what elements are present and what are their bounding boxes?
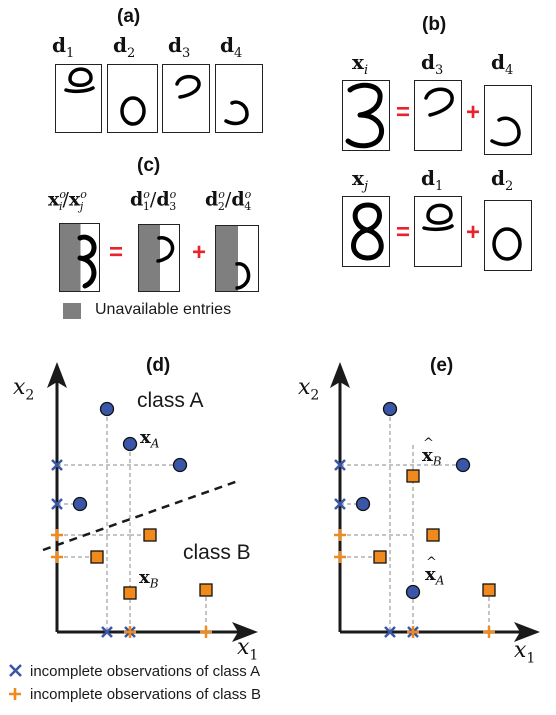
- d-class-b-label: class B: [183, 541, 251, 564]
- b-digit-eight: [351, 202, 384, 261]
- d-grid: [57, 410, 207, 632]
- e-class-b-points: [373, 469, 496, 597]
- b-label-d1: d1: [421, 166, 444, 194]
- b-label-d2: d2: [491, 166, 514, 194]
- panel-e-label: (e): [430, 355, 454, 376]
- b-digit-d1: [422, 203, 454, 232]
- e-y-axis-label: x2: [298, 375, 320, 404]
- b-digit-d4: [490, 116, 521, 147]
- panel-a-label: (a): [117, 6, 141, 27]
- d-class-a-points: [72, 401, 188, 512]
- c-plus: +: [192, 239, 207, 266]
- panel-b-label: (b): [422, 14, 447, 35]
- e-class-a-crosses: [334, 459, 419, 638]
- d-xA-label: xA: [140, 427, 160, 451]
- d-class-b-points: [90, 528, 213, 600]
- e-class-b-crosses: [334, 529, 495, 638]
- c-header-d13: do1/do3: [130, 188, 177, 214]
- d-class-a-label: class A: [137, 389, 204, 412]
- a-digit-d4: [224, 100, 249, 126]
- b-plus-2: +: [466, 219, 481, 246]
- a-label-d4: d4: [220, 33, 243, 61]
- d-decision-boundary: [42, 479, 239, 552]
- c-equals: =: [109, 239, 124, 266]
- b-label-xj: xj: [352, 166, 368, 194]
- legend-cross-b-icon: [9, 688, 21, 700]
- legend-class-a-text: incomplete observations of class A: [30, 663, 261, 680]
- b-equals-1: =: [396, 99, 411, 126]
- e-class-a-points: [355, 401, 471, 600]
- legend-class-b-text: incomplete observations of class B: [30, 686, 261, 703]
- a-label-d1: d1: [52, 33, 75, 61]
- b-digit-three: [345, 82, 385, 149]
- d-x-axis-label: x1: [237, 635, 259, 664]
- c-digit-partial-d24: [235, 262, 251, 290]
- unavailable-swatch: [63, 303, 81, 319]
- d-y-axis-label: x2: [13, 375, 35, 404]
- a-label-d3: d3: [168, 33, 191, 61]
- b-box-d3: [414, 80, 462, 151]
- c-header-d24: do2/do4: [205, 188, 252, 214]
- legend-cross-a-icon: [9, 664, 22, 677]
- c-digit-partial-d13: [156, 236, 175, 263]
- c-digit-partial-x: [77, 234, 97, 289]
- a-box-d1: [55, 64, 102, 133]
- a-digit-d1: [64, 67, 95, 94]
- c-box-d24: [215, 225, 259, 292]
- a-digit-d2: [120, 96, 146, 126]
- unavailable-legend-text: Unavailable entries: [95, 301, 232, 318]
- b-equals-2: =: [396, 219, 411, 246]
- d-xB-label: xB: [139, 567, 159, 591]
- e-x-axis-label: x1: [514, 638, 536, 667]
- b-label-xi: xi: [352, 50, 369, 78]
- panel-d-label: (d): [146, 355, 171, 376]
- d-class-b-crosses: [51, 529, 212, 638]
- b-label-d4: d4: [491, 50, 514, 78]
- panel-c-label: (c): [137, 155, 161, 176]
- b-box-d1: [414, 196, 462, 267]
- e-xA-hat-label: x^A: [425, 555, 445, 588]
- a-digit-d3: [175, 74, 201, 99]
- b-label-d3: d3: [421, 50, 444, 78]
- e-xB-hat-label: x^B: [422, 436, 442, 469]
- b-plus-1: +: [466, 99, 481, 126]
- d-class-a-crosses: [51, 459, 136, 638]
- b-digit-d2: [492, 227, 522, 261]
- a-label-d2: d2: [113, 33, 136, 61]
- c-header-x: xoi/xoj: [48, 188, 87, 214]
- b-digit-d3: [424, 87, 454, 117]
- c-box-d13: [138, 224, 180, 292]
